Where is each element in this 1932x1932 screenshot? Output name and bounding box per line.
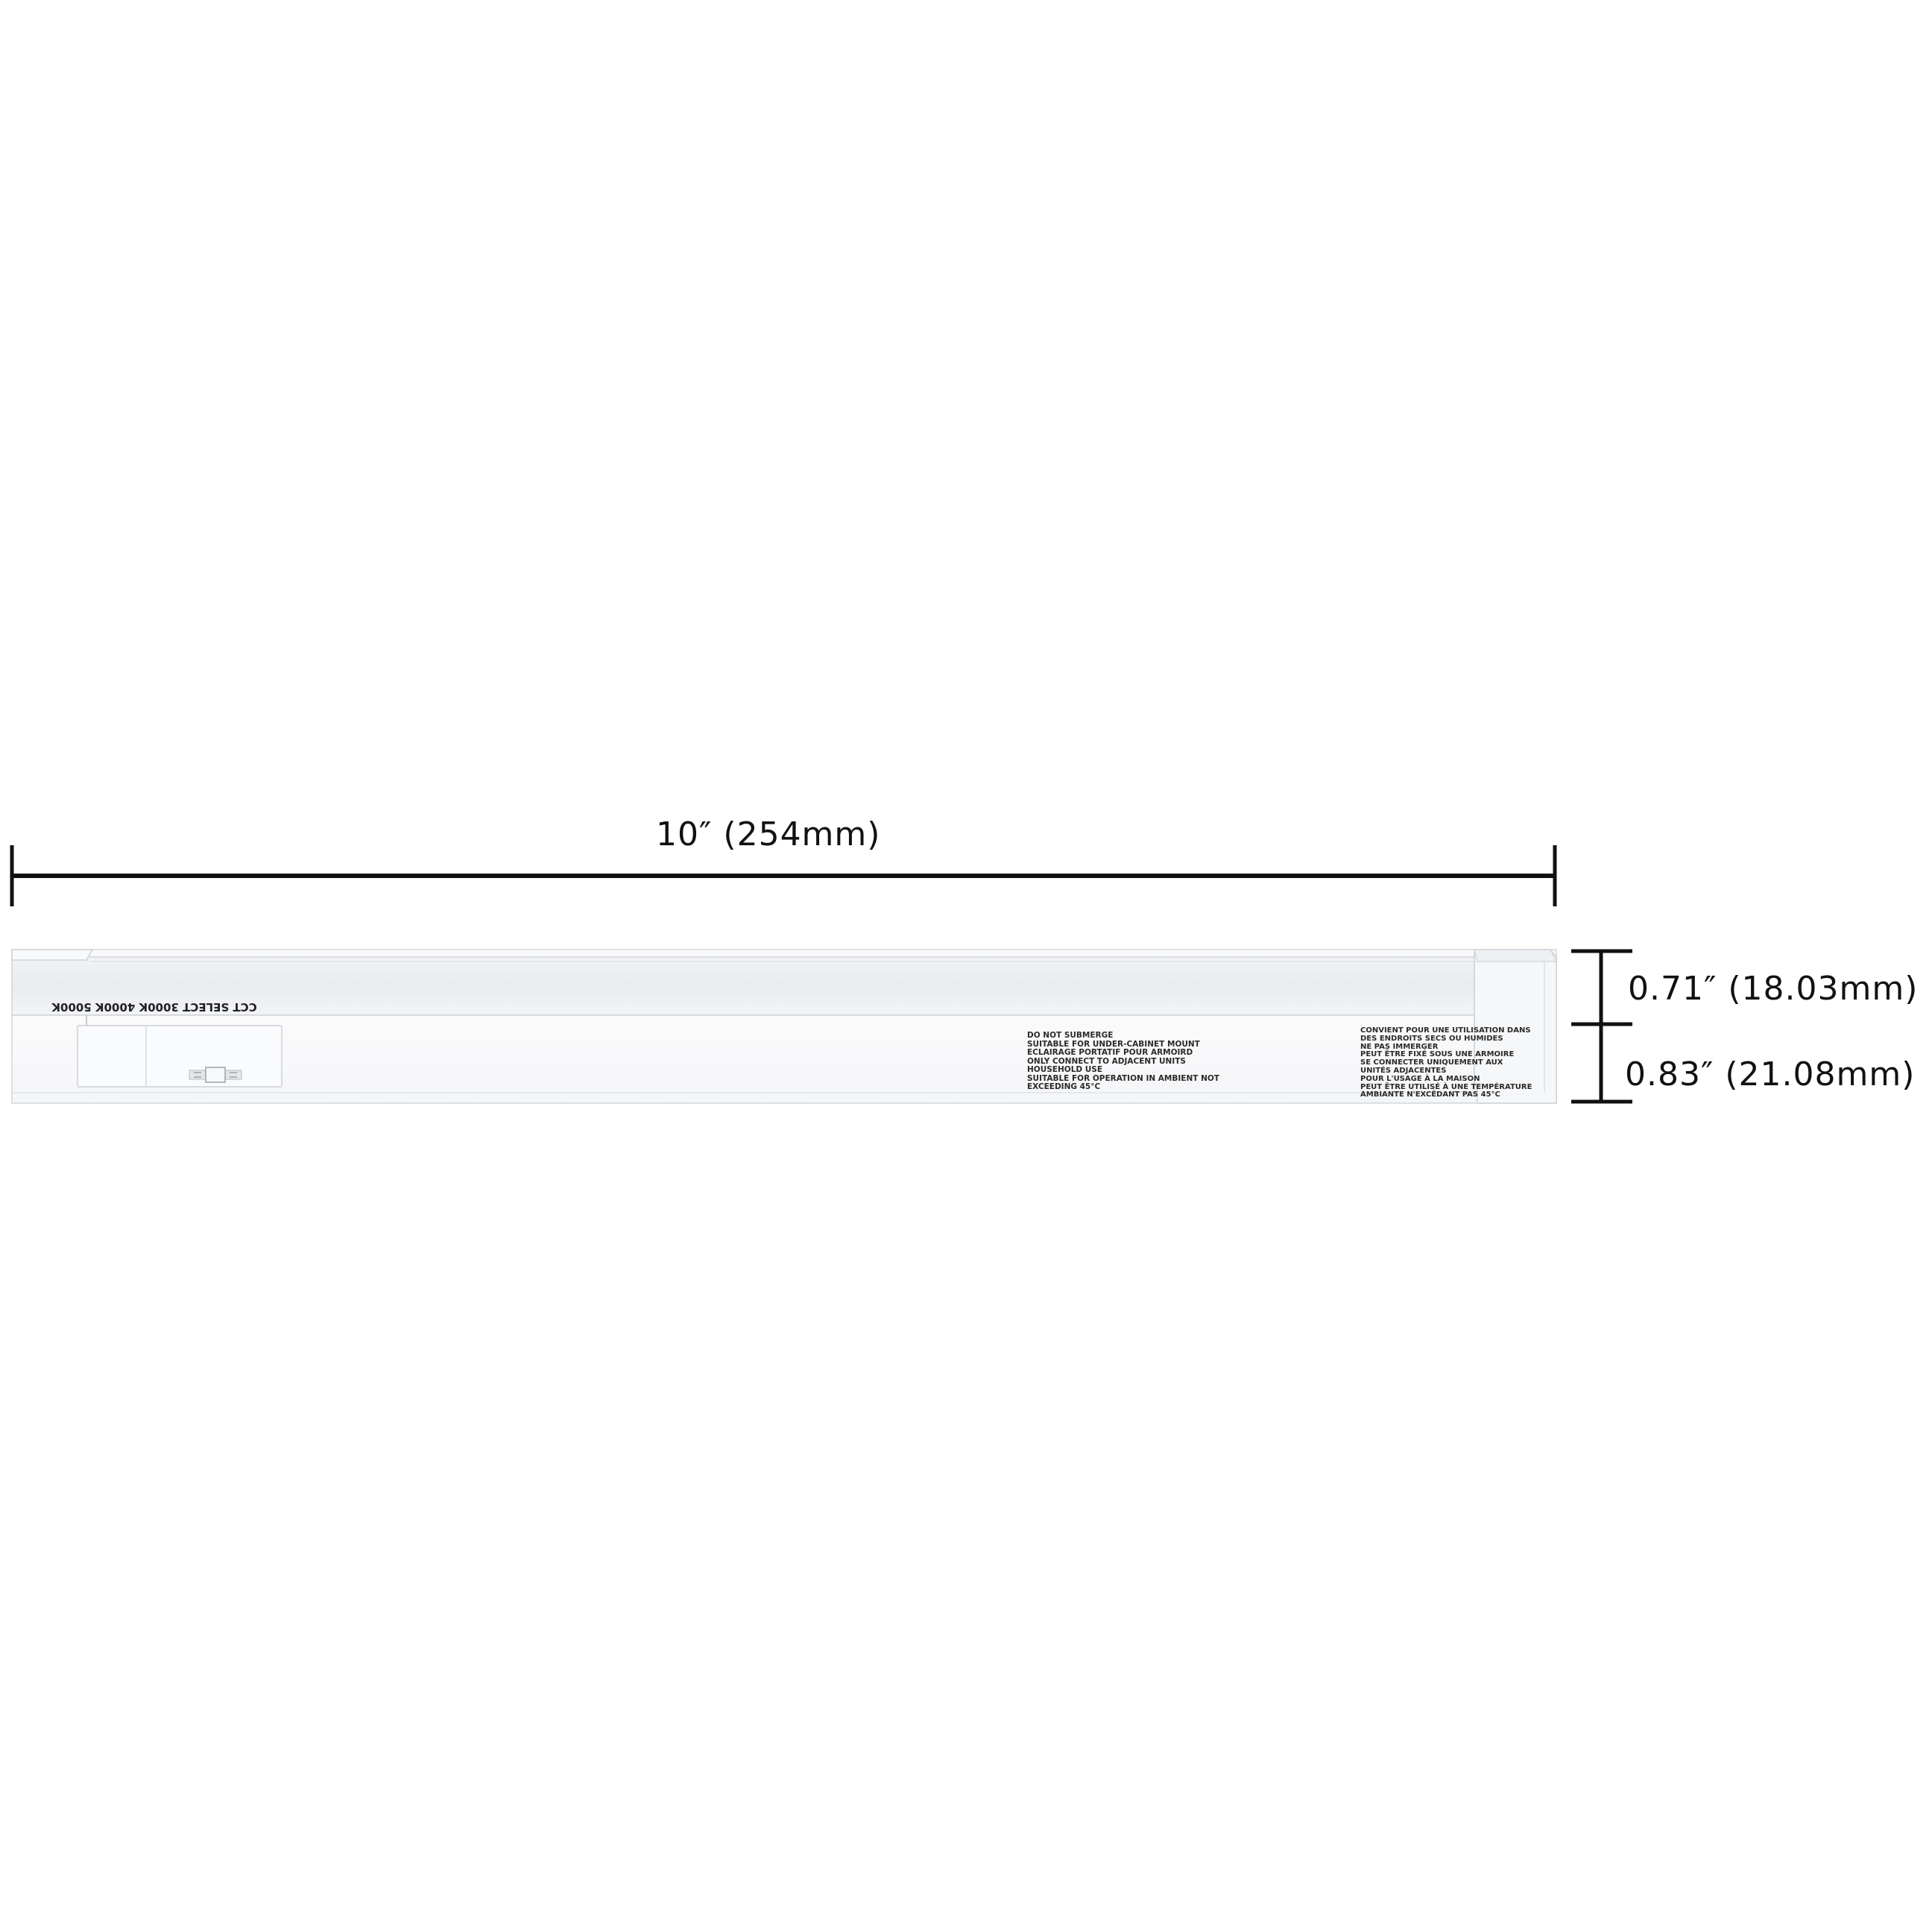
fixture-top-lip [11,949,1557,958]
english-safety-label: DO NOT SUBMERGE SUITABLE FOR UNDER-CABIN… [1027,1031,1219,1091]
cct-slider[interactable] [189,1067,242,1083]
height-dimension [1571,949,1632,1104]
right-end-cap-top [1474,949,1557,962]
cct-select-label: CCT SELECT 3000K 4000K 5000K [51,1000,257,1014]
width-dimension [10,845,1557,906]
french-safety-label: CONVIENT POUR UNE UTILISATION DANS DES E… [1360,1026,1532,1099]
cct-switch-housing [77,1025,282,1087]
width-dimension-label: 10″ (254mm) [656,815,881,853]
height-bottom-dimension-label: 0.83″ (21.08mm) [1625,1055,1916,1093]
height-top-dimension-label: 0.71″ (18.03mm) [1628,970,1919,1008]
cct-slider-knob [205,1067,226,1083]
light-fixture [11,949,1557,1104]
left-end-cap [11,949,94,961]
